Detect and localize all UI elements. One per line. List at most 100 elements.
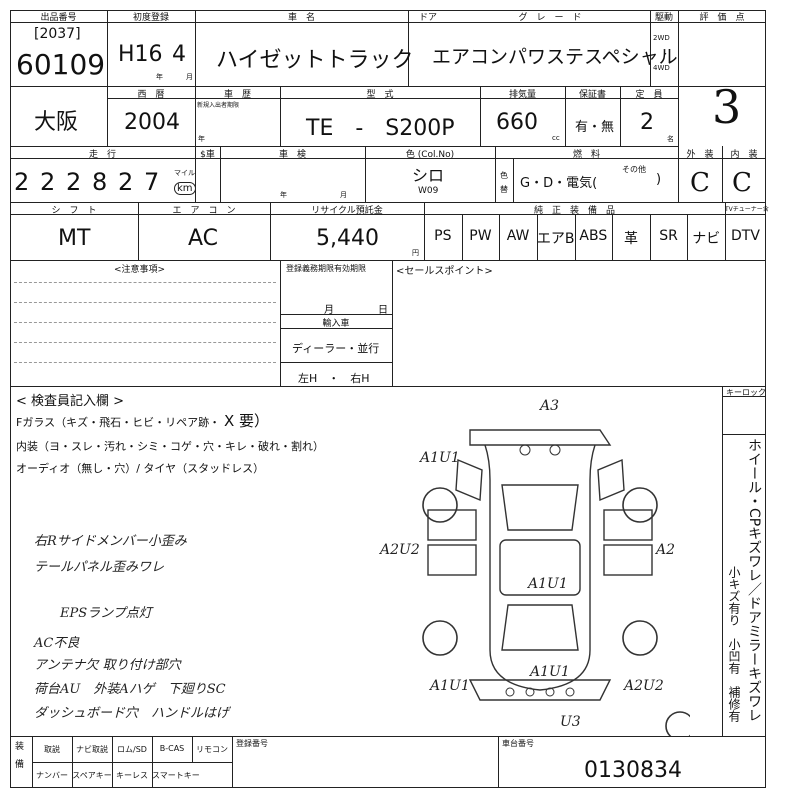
wheel-rear-right-icon xyxy=(622,620,658,656)
equipment-item: ナビ xyxy=(692,231,721,247)
audio-line: オーディオ（無し・穴）/ タイヤ（スタッドレス） xyxy=(16,462,265,475)
equipment-item: SR xyxy=(659,228,678,244)
interior-grade: C xyxy=(732,168,752,198)
inspector-title: < 検査員記入欄 > xyxy=(16,394,125,409)
drive-label: 駆動 xyxy=(654,13,673,23)
capacity-label: 定 員 xyxy=(635,90,663,100)
rear-bumper-shape xyxy=(468,679,612,701)
windshield-shape xyxy=(501,484,579,531)
chassis-label: 車台番号 xyxy=(502,739,534,748)
recycle-value: 5,440 xyxy=(316,226,379,251)
handwritten-note: 右Rサイドメンバー小歪み xyxy=(34,534,187,549)
model-code: TE - S200P xyxy=(306,116,455,141)
taillight-right-icon xyxy=(565,687,575,697)
front-bumper-shape xyxy=(469,429,612,446)
wheel-front-left-icon xyxy=(422,487,458,523)
handwritten-note: アンテナ欠 取り付け部穴 xyxy=(34,658,181,673)
body-outline-shape xyxy=(484,444,596,691)
glass-mark: X 要） xyxy=(224,412,270,430)
reg-number-label: 登録番号 xyxy=(236,739,268,748)
first-reg-year-unit: 年 xyxy=(156,73,163,81)
equipment-item: 革 xyxy=(623,231,638,247)
handwritten-note: EPSランプ点灯 xyxy=(60,606,152,621)
side-note-wheel-mirror: ホイール・CPキズワレ／ドアミラーキズワレ xyxy=(746,438,762,723)
score-label: 評 価 点 xyxy=(699,13,745,23)
handwritten-note: テールパネル歪みワレ xyxy=(34,560,165,575)
damage-left-door: A2U2 xyxy=(380,542,420,558)
handle-value: 左H ・ 右H xyxy=(298,372,370,385)
history-label: 車 歴 xyxy=(223,90,251,100)
recycle-label: リサイクル預託金 xyxy=(311,206,383,216)
first-reg-month: 4 xyxy=(172,42,186,67)
color-change-2: 替 xyxy=(500,185,508,194)
taillight-left-icon xyxy=(505,687,515,697)
inspection-year: 年 xyxy=(280,191,287,199)
grade: エアコンパワステスペシャル xyxy=(432,46,678,68)
inspection-month: 月 xyxy=(340,191,347,199)
chassis-number: 0130834 xyxy=(584,758,682,783)
car-diagram xyxy=(422,429,690,736)
model-label: 型 式 xyxy=(366,90,394,100)
mileage-digit: 7 xyxy=(144,168,160,196)
model-year: 2004 xyxy=(124,110,180,135)
lot-sub-number: [2037] xyxy=(34,26,81,42)
taillight-mid-left-icon xyxy=(525,687,535,697)
first-reg-month-unit: 月 xyxy=(186,73,193,81)
exterior-grade: C xyxy=(690,168,710,198)
headlight-left-icon xyxy=(519,444,531,456)
right-rear-door-shape xyxy=(603,544,653,576)
shift-label: シ フ ト xyxy=(51,206,97,216)
glass-line: Fガラス（キズ・飛石・ヒビ・リペア跡・ xyxy=(16,416,221,429)
footer-item: ナビ取説 xyxy=(76,745,108,754)
damage-rear-bumper: U3 xyxy=(560,714,581,730)
lot-label: 出品番号 xyxy=(40,13,77,23)
damage-rear-right: A2U2 xyxy=(624,678,664,694)
wheel-rear-left-icon xyxy=(422,620,458,656)
mileage-digit: 2 xyxy=(14,168,30,196)
mileage-digit: 2 xyxy=(118,168,134,196)
ac-value: AC xyxy=(188,226,219,251)
footer-item: B-CAS xyxy=(159,744,185,753)
recycle-unit: 円 xyxy=(412,249,419,257)
mileage-label: 走 行 xyxy=(88,150,116,160)
damage-roof: A1U1 xyxy=(528,576,568,592)
footer-item: 取説 xyxy=(44,745,60,754)
smeter-label: $車 xyxy=(200,150,215,160)
footer-item: キーレス xyxy=(116,771,148,780)
fuel-value: G・D・電気( xyxy=(520,176,598,191)
damage-front-left: A1U1 xyxy=(420,450,460,466)
sales-point-label: <セールスポイント> xyxy=(396,266,493,277)
ac-label: エ ア コ ン xyxy=(172,206,236,216)
footer-item: スマートキー xyxy=(152,771,200,780)
lot-number: 60109 xyxy=(16,48,106,81)
handwritten-note: AC不良 xyxy=(34,636,80,651)
displacement-unit: cc xyxy=(552,134,560,142)
history-sub-label: 新規入出者期限 xyxy=(197,102,240,109)
fuel-close: ) xyxy=(656,172,662,187)
left-mirror-shape xyxy=(455,458,483,502)
footer-item: ナンバー xyxy=(36,771,68,780)
km-unit: km xyxy=(174,182,196,195)
first-reg-era: H16 xyxy=(118,42,163,67)
footer-equip-label: 装備 xyxy=(15,742,25,770)
right-front-door-shape xyxy=(603,509,653,541)
damage-rear-center: A1U1 xyxy=(530,664,570,680)
location: 大阪 xyxy=(34,110,79,135)
damage-front-bumper: A3 xyxy=(540,398,560,414)
fuel-label: 燃 料 xyxy=(572,150,600,160)
headlight-right-icon xyxy=(549,444,561,456)
displacement: 660 xyxy=(496,110,538,135)
damage-rear-left: A1U1 xyxy=(430,678,470,694)
equipment-item: ABS xyxy=(579,228,608,244)
car-name: ハイゼットトラック xyxy=(216,48,414,73)
car-name-label: 車 名 xyxy=(287,13,315,23)
equipment-item: PS xyxy=(434,228,452,244)
drive-2wd: 2WD xyxy=(653,34,670,42)
left-front-door-shape xyxy=(427,509,477,541)
capacity-unit: 名 xyxy=(667,135,674,143)
side-note-repair: 補修有 xyxy=(727,686,741,722)
side-note-scratches: 小キズ有り 小凹有 xyxy=(727,566,741,674)
